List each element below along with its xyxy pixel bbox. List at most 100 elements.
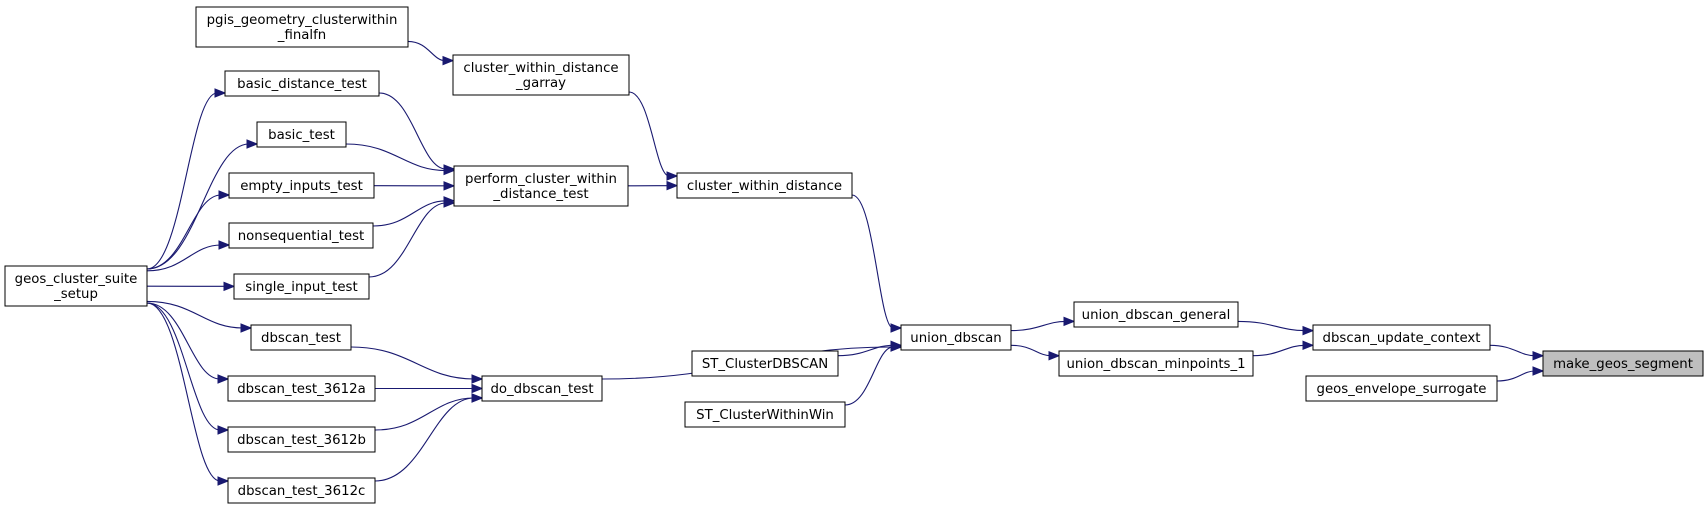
node-dbscan-test-3612b[interactable]: dbscan_test_3612b [227,426,376,453]
arrow-head [218,190,231,200]
arrow-head [443,198,456,208]
edge-geos_cluster_suite_setup-to-empty_inputs_test [146,190,231,270]
edge-line [1010,320,1067,332]
node-do-dbscan-test[interactable]: do_dbscan_test [481,375,603,402]
edge-basic_distance_test-to-perform_cluster_within_distance_test [378,92,456,174]
node-label: cluster_within_distance [687,179,842,194]
node-box [481,375,603,402]
node-label: single_input_test [245,280,357,295]
node-box [224,70,380,97]
node-single-input-test[interactable]: single_input_test [233,273,370,300]
node-dbscan-test-3612a[interactable]: dbscan_test_3612a [227,375,376,402]
node-box [1305,375,1498,402]
node-box [233,273,370,300]
edge-line [146,300,244,329]
arrow-head [1302,325,1315,336]
node-box [250,324,352,351]
node-label: union_dbscan [910,331,1001,346]
nodes-layer: make_geos_segmentdbscan_update_contextge… [4,6,1704,504]
node-cluster-within-distance[interactable]: cluster_within_distance [676,172,853,199]
arrow-head [443,165,456,176]
node-label: perform_cluster_within [465,172,617,187]
arrow-head [1532,366,1545,376]
arrow-head [246,139,259,149]
arrow-head [890,342,903,352]
arrow-head [1063,316,1076,327]
arrow-head [240,323,253,333]
node-box [227,477,376,504]
edge-line [407,40,446,62]
node-basic-distance-test[interactable]: basic_distance_test [224,70,380,97]
node-label: union_dbscan_general [1082,308,1231,323]
node-make-geos-segment[interactable]: make_geos_segment [1542,350,1704,377]
node-empty-inputs-test[interactable]: empty_inputs_test [228,172,375,199]
edge-line [146,92,218,270]
arrow-head [217,425,230,435]
node-box [4,265,148,307]
edges-layer [146,40,1545,486]
edge-line [146,194,222,270]
node-label: _setup [53,287,98,302]
node-nonsequential-test[interactable]: nonsequential_test [228,222,374,249]
node-box [256,121,347,148]
edge-dbscan_update_context-to-make_geos_segment [1489,344,1545,361]
node-ST-ClusterDBSCAN[interactable]: ST_ClusterDBSCAN [691,350,839,377]
node-geos-envelope-surrogate[interactable]: geos_envelope_surrogate [1305,375,1498,402]
node-label: nonsequential_test [238,229,365,244]
node-box [228,222,374,249]
node-label: ST_ClusterDBSCAN [702,357,828,372]
node-label: basic_test [268,128,335,143]
edge-line [1237,320,1306,332]
edge-union_dbscan_minpoints_1-to-dbscan_update_context [1252,340,1315,357]
edge-line [844,346,894,406]
node-basic-test[interactable]: basic_test [256,121,347,148]
arrow-head [1302,340,1315,351]
node-label: basic_distance_test [237,77,367,92]
arrow-head [471,393,484,403]
node-label: make_geos_segment [1553,357,1693,372]
node-label: do_dbscan_test [490,382,593,397]
edge-dbscan_test_3612a-to-do_dbscan_test [375,383,484,394]
node-union-dbscan-minpoints-1[interactable]: union_dbscan_minpoints_1 [1058,350,1254,377]
node-box [684,401,846,428]
edge-geos_cluster_suite_setup-to-nonsequential_test [146,240,231,272]
node-ST-ClusterWithinWin[interactable]: ST_ClusterWithinWin [684,401,846,428]
node-union-dbscan[interactable]: union_dbscan [900,324,1012,351]
node-dbscan-test-3612c[interactable]: dbscan_test_3612c [227,477,376,504]
node-box [453,165,629,207]
node-cluster-within-distance-garray[interactable]: cluster_within_distance_garray [452,54,630,96]
edge-line [146,143,250,270]
node-box [227,426,376,453]
node-box [691,350,839,377]
node-perform-cluster-within-distance-test[interactable]: perform_cluster_within_distance_test [453,165,629,207]
edge-line [1489,344,1536,357]
arrow-head [890,323,903,333]
edge-line [851,194,894,329]
edge-line [378,92,447,170]
node-union-dbscan-general[interactable]: union_dbscan_general [1073,301,1239,328]
edge-ST_ClusterWithinWin-to-union_dbscan [844,342,903,406]
node-dbscan-test[interactable]: dbscan_test [250,324,352,351]
node-dbscan-update-context[interactable]: dbscan_update_context [1312,324,1491,351]
node-box [1312,324,1491,351]
node-box [195,6,409,48]
arrow-head [666,171,679,181]
edge-line [1010,344,1052,357]
edge-union_dbscan_general-to-dbscan_update_context [1237,320,1315,336]
edge-line [1252,344,1306,357]
arrow-head [471,383,484,394]
edge-line [837,344,894,357]
node-label: geos_cluster_suite [15,272,138,287]
edge-geos_cluster_suite_setup-to-dbscan_test_3612c [146,302,230,486]
edge-perform_cluster_within_distance_test-to-cluster_within_distance [627,180,679,191]
edge-line [372,200,447,227]
node-geos-cluster-suite-setup[interactable]: geos_cluster_suite_setup [4,265,148,307]
edge-line [628,91,670,177]
edge-line [368,202,447,278]
node-pgis-geometry-clusterwithin-finalfn[interactable]: pgis_geometry_clusterwithin_finalfn [195,6,409,48]
edge-line [146,302,221,380]
arrow-head [217,374,230,384]
arrow-head [223,281,236,292]
edge-line [374,397,475,482]
